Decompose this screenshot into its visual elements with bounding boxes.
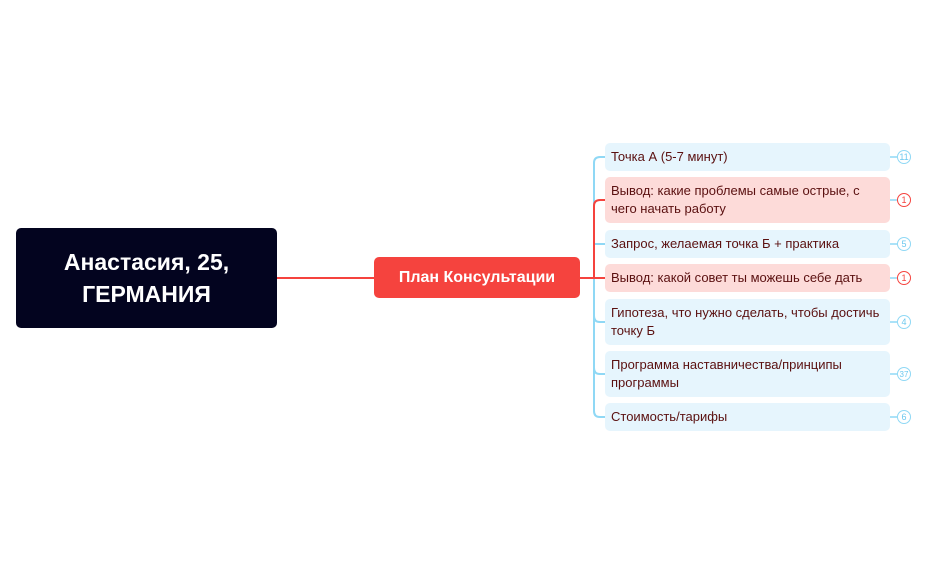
root-topic[interactable]: Анастасия, 25, ГЕРМАНИЯ <box>16 228 277 328</box>
blue-branches <box>593 243 605 375</box>
central-topic-label: План Консультации <box>398 268 556 286</box>
subtopic-node[interactable]: Запрос, желаемая точка Б + практика <box>605 230 890 258</box>
subtopic-node[interactable]: Гипотеза, что нужно сделать, чтобы дости… <box>605 299 890 345</box>
subtopic-label: Гипотеза, что нужно сделать, чтобы дости… <box>611 305 880 338</box>
collapsed-count-badge[interactable]: 5 <box>897 237 911 251</box>
blue-trunk <box>593 156 605 418</box>
collapsed-count-badge[interactable]: 11 <box>897 150 911 164</box>
subtopic-node[interactable]: Точка А (5-7 минут) <box>605 143 890 171</box>
subtopic-label: Стоимость/тарифы <box>611 409 728 424</box>
collapsed-count-badge[interactable]: 1 <box>897 193 911 207</box>
subtopic-label: Вывод: какие проблемы самые острые, с че… <box>611 183 860 216</box>
subtopic-node[interactable]: Стоимость/тарифы <box>605 403 890 431</box>
red-branches <box>593 199 605 279</box>
subtopic-label: Точка А (5-7 минут) <box>611 149 728 164</box>
subtopic-label: Вывод: какой совет ты можешь себе дать <box>611 270 863 285</box>
badge-connectors <box>890 156 897 418</box>
collapsed-count-badge[interactable]: 1 <box>897 271 911 285</box>
subtopic-node[interactable]: Вывод: какой совет ты можешь себе дать <box>605 264 890 292</box>
subtopic-node[interactable]: Вывод: какие проблемы самые острые, с че… <box>605 177 890 223</box>
collapsed-count-badge[interactable]: 6 <box>897 410 911 424</box>
subtopic-label: Запрос, желаемая точка Б + практика <box>611 236 840 251</box>
subtopic-label: Программа наставничества/принципы програ… <box>611 357 842 390</box>
central-topic[interactable]: План Консультации <box>374 257 580 298</box>
collapsed-count-badge[interactable]: 4 <box>897 315 911 329</box>
root-topic-label: Анастасия, 25, ГЕРМАНИЯ <box>63 249 230 307</box>
collapsed-count-badge[interactable]: 37 <box>897 367 911 381</box>
subtopic-node[interactable]: Программа наставничества/принципы програ… <box>605 351 890 397</box>
